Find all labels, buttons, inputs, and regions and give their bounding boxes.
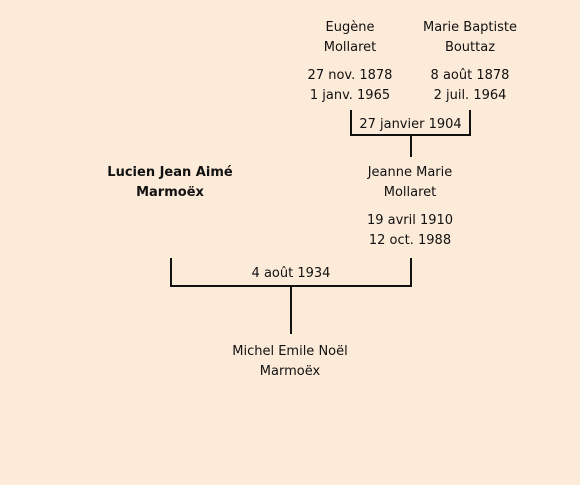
marriage-line-left — [350, 110, 352, 136]
person-first-name: Eugène — [325, 20, 375, 35]
marriage-line-bottom — [170, 285, 412, 287]
descent-line — [290, 287, 292, 334]
person-first-name: Michel Emile Noël — [232, 344, 348, 359]
person-lucien-marmoex[interactable]: Lucien Jean Aimé Marmoëx — [100, 163, 240, 203]
person-last-name: Bouttaz — [444, 40, 496, 55]
descent-line — [410, 136, 412, 157]
person-first-name: Marie Baptiste — [423, 20, 517, 35]
person-death-date: 1 janv. 1965 — [309, 88, 391, 103]
person-death-date: 2 juil. 1964 — [433, 88, 507, 103]
person-death-date: 12 oct. 1988 — [368, 233, 452, 248]
person-jeanne-mollaret[interactable]: Jeanne Marie Mollaret 19 avril 1910 12 o… — [350, 163, 470, 251]
person-birth-date: 27 nov. 1878 — [307, 68, 393, 83]
person-eugene-mollaret[interactable]: Eugène Mollaret 27 nov. 1878 1 janv. 196… — [300, 18, 400, 106]
person-last-name: Marmoëx — [259, 364, 321, 379]
marriage-date: 27 janvier 1904 — [359, 117, 462, 132]
person-birth-date: 8 août 1878 — [430, 68, 510, 83]
person-birth-date: 19 avril 1910 — [366, 213, 454, 228]
person-last-name: Marmoëx — [136, 185, 204, 200]
person-last-name: Mollaret — [383, 185, 437, 200]
marriage-date: 4 août 1934 — [251, 266, 331, 281]
person-last-name: Mollaret — [323, 40, 377, 55]
marriage-line-right — [469, 110, 471, 136]
person-marie-baptiste-bouttaz[interactable]: Marie Baptiste Bouttaz 8 août 1878 2 jui… — [410, 18, 530, 106]
marriage-line-bottom — [350, 134, 471, 136]
marriage-line-left — [170, 258, 172, 287]
person-first-name: Jeanne Marie — [367, 165, 453, 180]
person-michel-marmoex[interactable]: Michel Emile Noël Marmoëx — [215, 342, 365, 382]
marriage-line-right — [410, 258, 412, 287]
person-first-name: Lucien Jean Aimé — [107, 165, 233, 180]
